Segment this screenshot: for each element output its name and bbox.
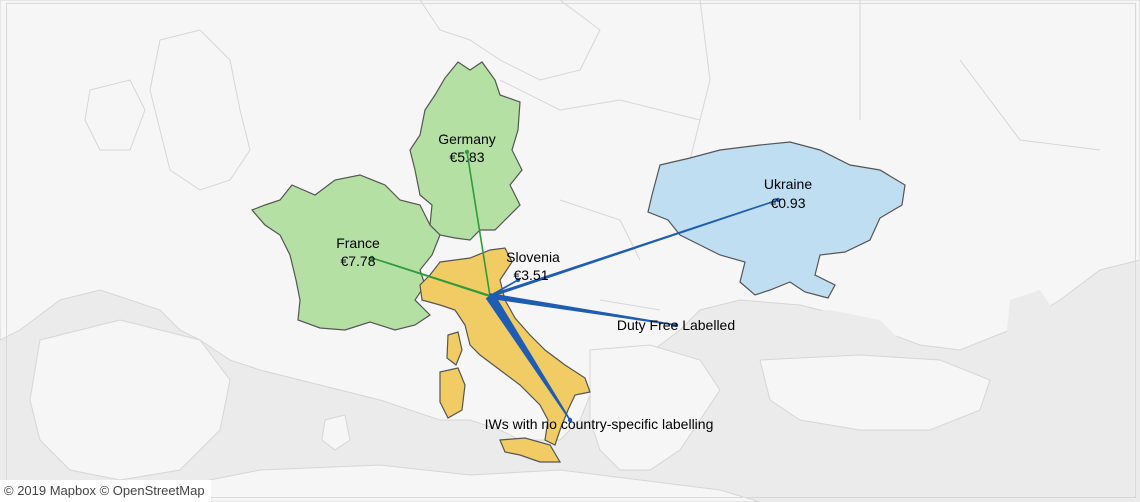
region-ukraine[interactable] bbox=[647, 141, 906, 299]
map-labels: Germany €5.83 France €7.78 Slovenia €3.5… bbox=[336, 131, 812, 432]
label-slovenia-value: €3.51 bbox=[513, 267, 548, 283]
region-sardinia bbox=[439, 367, 466, 419]
highlighted-countries bbox=[250, 61, 906, 463]
flow-ukraine-origin-dot[interactable] bbox=[775, 197, 781, 203]
label-germany-value: €5.83 bbox=[449, 149, 484, 165]
map-attribution[interactable]: © 2019 Mapbox © OpenStreetMap bbox=[0, 480, 211, 502]
flow-lines bbox=[369, 149, 781, 423]
region-sicily bbox=[499, 437, 562, 463]
label-ukraine-value: €0.93 bbox=[770, 195, 805, 211]
flow-no-country-origin-dot[interactable] bbox=[567, 417, 573, 423]
region-france[interactable] bbox=[250, 174, 441, 331]
label-france-value: €7.78 bbox=[340, 253, 375, 269]
label-no-country: IWs with no country-specific labelling bbox=[485, 416, 714, 432]
label-germany-name: Germany bbox=[438, 131, 496, 147]
label-ukraine-name: Ukraine bbox=[764, 176, 812, 192]
label-slovenia-name: Slovenia bbox=[506, 249, 560, 265]
label-france-name: France bbox=[336, 235, 380, 251]
label-duty-free: Duty Free Labelled bbox=[617, 317, 735, 333]
region-corsica bbox=[446, 331, 463, 366]
region-italy[interactable] bbox=[419, 247, 591, 446]
flow-slovenia-origin-dot[interactable] bbox=[515, 277, 521, 283]
flow-france-origin-dot[interactable] bbox=[369, 255, 375, 261]
flow-germany-origin-dot[interactable] bbox=[464, 149, 470, 155]
flow-duty-free-origin-dot[interactable] bbox=[673, 322, 679, 328]
